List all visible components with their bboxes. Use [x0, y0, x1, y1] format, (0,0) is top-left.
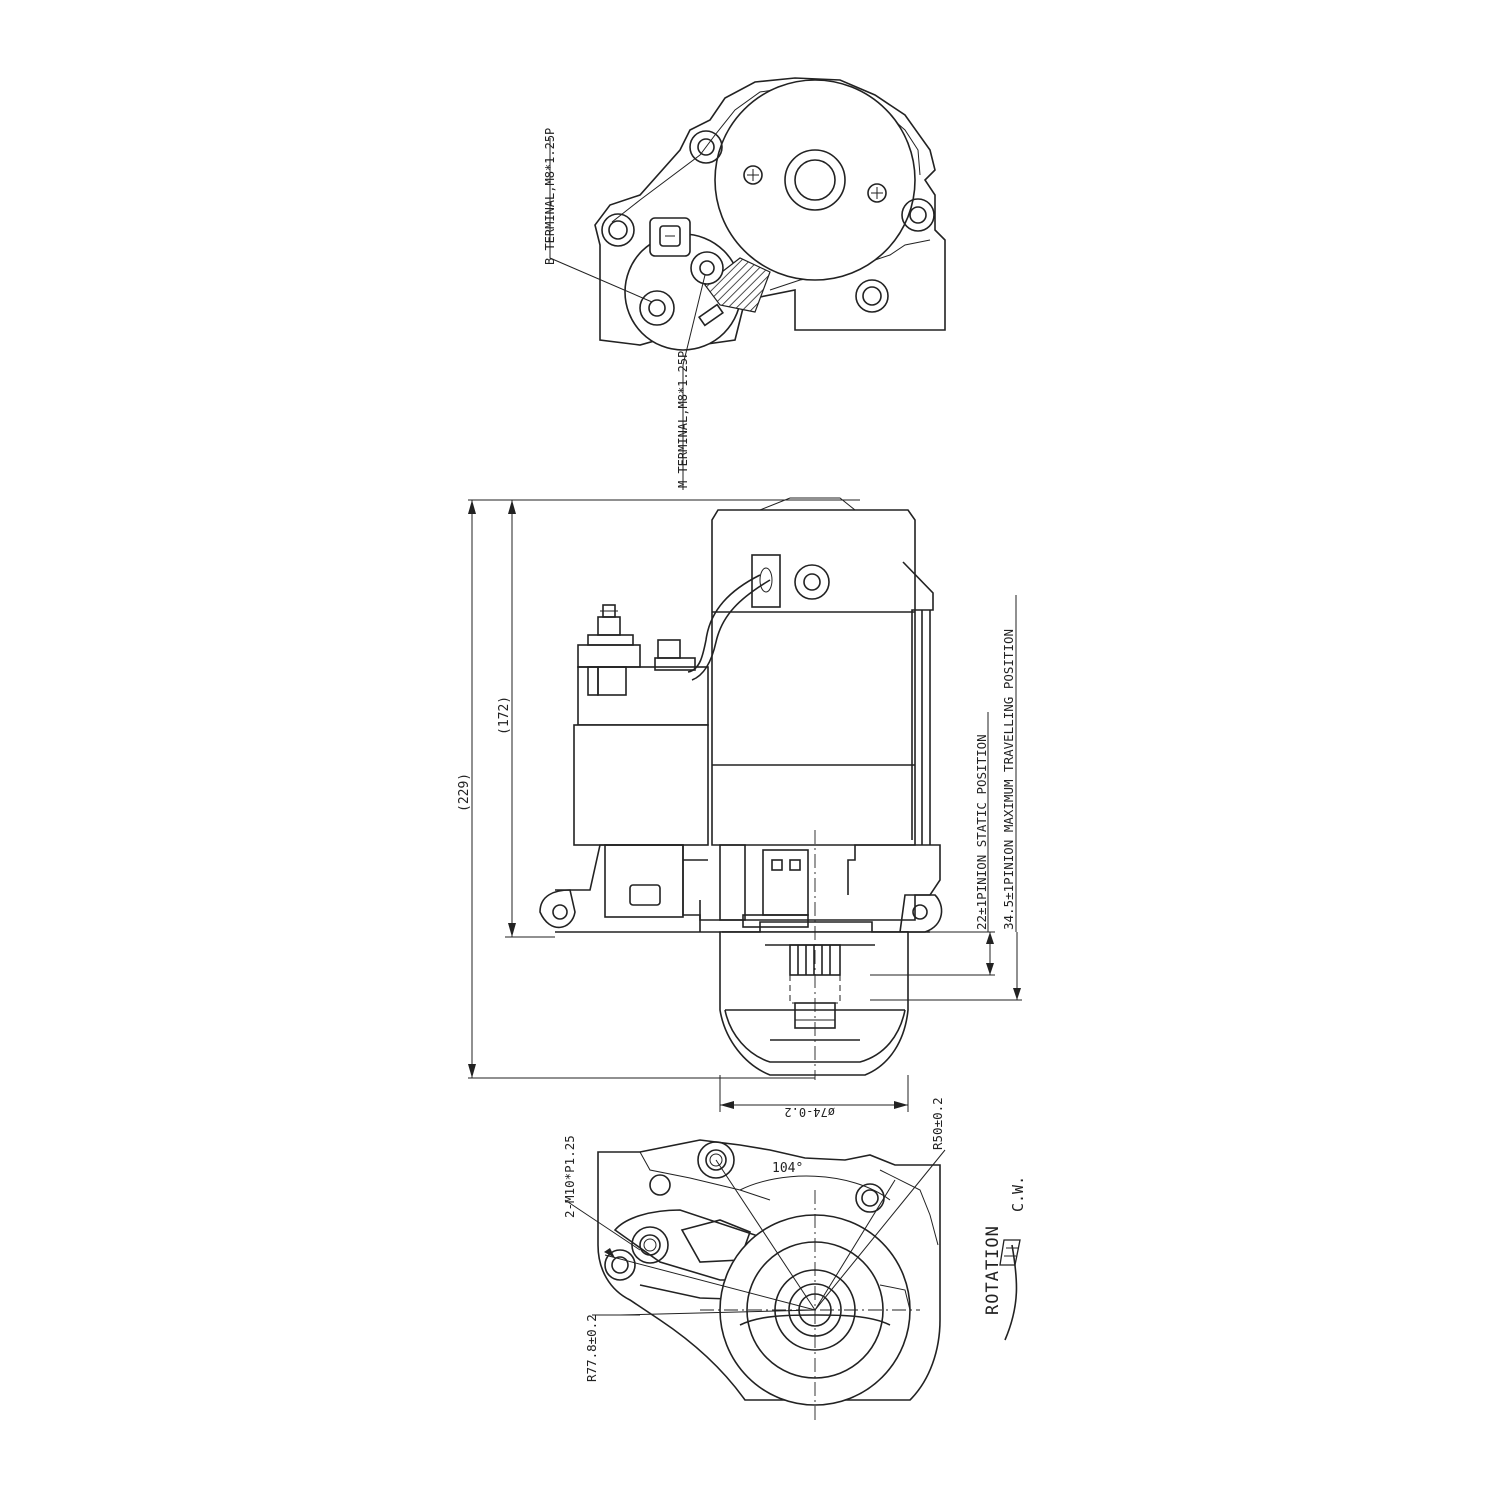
radius-small-label: R50±0.2: [930, 1097, 945, 1150]
radius-large-label: R77.8±0.2: [584, 1314, 599, 1382]
rotation-label: ROTATION: [983, 1225, 1003, 1315]
dim-diameter: ø74-0.2: [719, 1075, 909, 1119]
end-view: 2-M10*P1.25 104° R50±0.2 R77.8±0.2 ROTAT…: [562, 1097, 1027, 1420]
body-length-label: (172): [497, 696, 512, 735]
m-terminal: [690, 251, 724, 285]
mount-hole-left: [601, 213, 635, 247]
shaft-boss: [784, 149, 846, 211]
mount-hole-lower: [855, 279, 889, 313]
angle-label: 104°: [772, 1161, 803, 1176]
screw-left: [743, 165, 763, 185]
side-view: (229) (172) 22±1PINION STATIC POSITION 3…: [457, 497, 1022, 1119]
solenoid: [573, 604, 709, 918]
end-view-housing-outline: [597, 1139, 941, 1401]
b-terminal-label: B TERMINAL,M8*1.25P: [543, 128, 557, 265]
diameter-label: ø74-0.2: [784, 1105, 835, 1119]
pinion-static-label: 22±1PINION STATIC POSITION: [974, 734, 989, 930]
bolt-left: [604, 1249, 636, 1281]
top-view-housing-outline: [594, 77, 946, 346]
flange-hole-left: [552, 904, 568, 920]
bearing-boss: [794, 564, 830, 600]
screw-right: [867, 183, 887, 203]
mount-bolt-top: [689, 130, 723, 164]
terminal-strap: [704, 257, 771, 313]
hole-upper-left: [649, 1174, 671, 1196]
motor-end-cover: [714, 79, 916, 281]
flange-hole-right: [912, 904, 928, 920]
grommet: [751, 554, 781, 608]
dim-pinion-static: 22±1PINION STATIC POSITION: [870, 712, 995, 976]
connector-plug: [649, 217, 691, 257]
rotation-direction-label: C.W.: [1009, 1176, 1027, 1212]
pinion-travel-label: 34.5±1PINION MAXIMUM TRAVELLING POSITION: [1001, 629, 1016, 930]
rotation-indicator: ROTATION C.W.: [983, 1176, 1027, 1341]
dim-pinion-travel: 34.5±1PINION MAXIMUM TRAVELLING POSITION: [870, 595, 1022, 1001]
bolt-label: 2-M10*P1.25: [562, 1135, 577, 1218]
m-terminal-label: M TERMINAL,M8*1.25P: [676, 351, 690, 488]
overall-length-label: (229): [457, 773, 472, 812]
bolt-top: [697, 1141, 735, 1179]
b-terminal: [639, 290, 675, 326]
mounting-flange: [555, 844, 941, 921]
motor-yoke: [711, 509, 916, 846]
mount-bolt-right: [901, 198, 935, 232]
dim-overall-length: (229): [457, 499, 860, 1079]
dim-body-length: (172): [497, 500, 555, 938]
top-view: B TERMINAL,M8*1.25P M TERMINAL,M8*1.25P: [543, 77, 946, 490]
